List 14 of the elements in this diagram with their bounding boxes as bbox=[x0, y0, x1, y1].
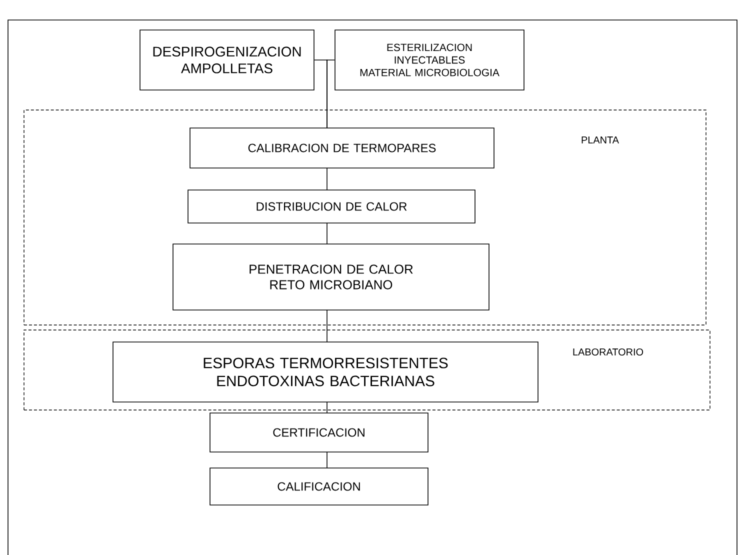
process-box: PENETRACION DE CALOR RETO MICROBIANO bbox=[172, 244, 490, 310]
connector-line bbox=[326, 60, 335, 128]
process-box: CALIBRACION DE TERMOPARES bbox=[190, 128, 494, 168]
connector-line bbox=[326, 402, 328, 414]
process-box: ESPORAS TERMORRESISTENTES ENDOTOXINAS BACTERIANAS bbox=[112, 342, 538, 402]
process-box: ESTERILIZACION INYECTABLES MATERIAL MICROBIOLOGIA bbox=[334, 30, 524, 90]
connector-line bbox=[326, 222, 328, 244]
connector-line bbox=[326, 310, 328, 342]
process-box: DISTRIBUCION DE CALOR bbox=[188, 190, 476, 224]
connector-line bbox=[326, 168, 328, 190]
process-box: DESPIROGENIZACION AMPOLLETAS bbox=[140, 30, 314, 90]
connector-line bbox=[326, 452, 328, 468]
process-box: CALIFICACION bbox=[210, 468, 428, 506]
process-box: CERTIFICACION bbox=[210, 412, 428, 452]
